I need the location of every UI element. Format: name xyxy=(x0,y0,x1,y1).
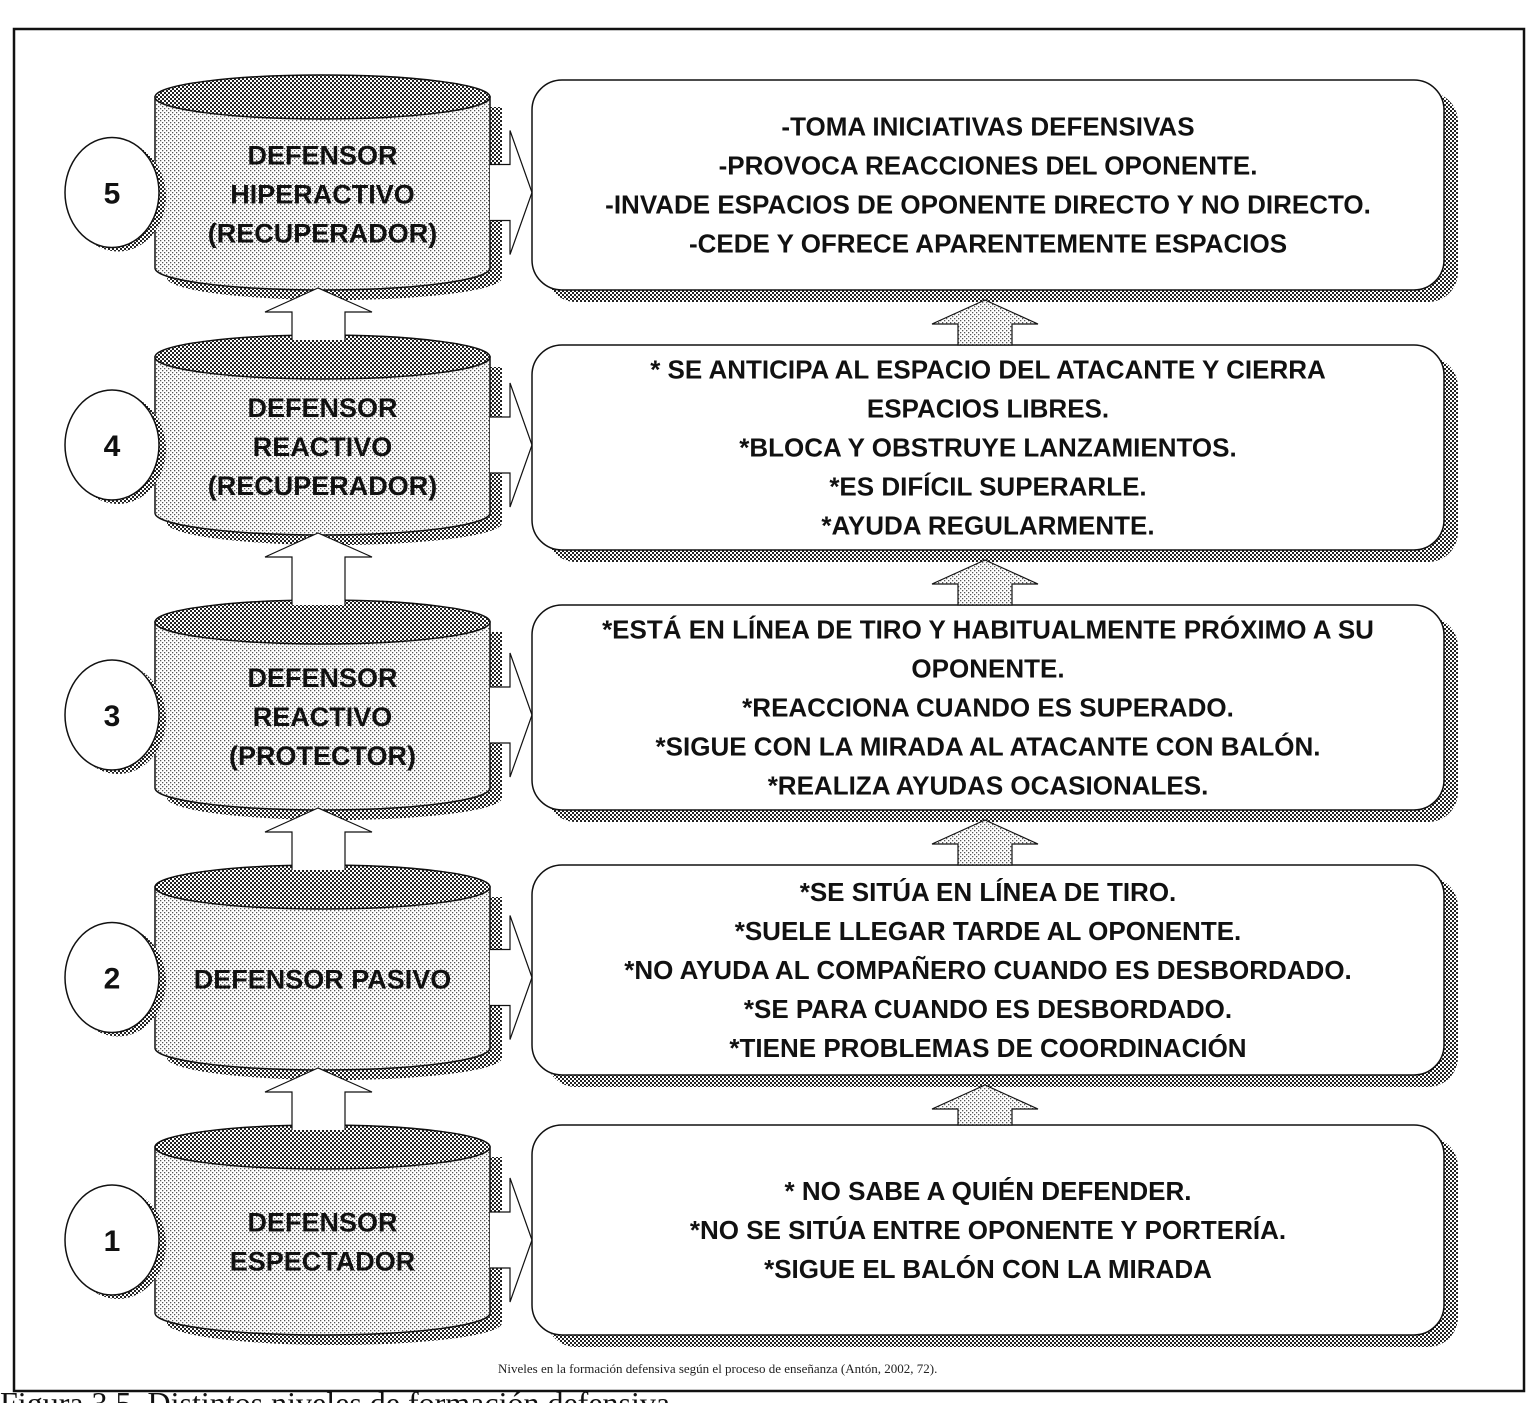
level-title-line: HIPERACTIVO xyxy=(230,180,415,210)
trait-line: *SIGUE CON LA MIRADA AL ATACANTE CON BAL… xyxy=(656,732,1321,762)
level-number-circle xyxy=(64,921,160,1034)
level-number-circle xyxy=(64,1184,160,1296)
trait-line: *SUELE LLEGAR TARDE AL OPONENTE. xyxy=(735,916,1242,946)
cylinder-body xyxy=(154,621,491,811)
level-title-line: (PROTECTOR) xyxy=(229,741,416,771)
trait-line: *NO SE SITÚA ENTRE OPONENTE Y PORTERÍA. xyxy=(690,1215,1286,1245)
level-3: 3 DEFENSOR REACTIVO (PROTECTOR) *ESTÁ EN LÍN… xyxy=(64,532,1458,822)
up-arrow-icon xyxy=(264,807,373,870)
level-number: 2 xyxy=(104,963,121,996)
trait-line: *ESTÁ EN LÍNEA DE TIRO Y HABITUALMENTE P… xyxy=(602,615,1374,645)
cylinder-body xyxy=(154,96,491,291)
level-title-line: REACTIVO xyxy=(253,432,393,462)
up-arrow-icon xyxy=(931,299,1039,346)
level-number: 4 xyxy=(104,430,121,463)
trait-line: *REALIZA AYUDAS OCASIONALES. xyxy=(768,771,1209,801)
traits-box xyxy=(531,79,1445,291)
cylinder-body xyxy=(154,356,491,536)
trait-line: -PROVOCA REACCIONES DEL OPONENTE. xyxy=(719,151,1258,181)
up-arrow-icon xyxy=(264,532,373,605)
level-title-line: (RECUPERADOR) xyxy=(208,219,438,249)
trait-line: *SE PARA CUANDO ES DESBORDADO. xyxy=(744,994,1232,1024)
level-5: 5 DEFENSOR HIPERACTIVO (RECUPERADOR) -TOMA I… xyxy=(64,74,1458,302)
trait-line: *REACCIONA CUANDO ES SUPERADO. xyxy=(742,693,1234,723)
caption: Niveles en la formación defensiva según … xyxy=(498,1361,938,1376)
cylinder-body xyxy=(154,886,491,1071)
up-arrow-icon xyxy=(931,1084,1039,1126)
up-arrow-icon xyxy=(264,1067,373,1130)
level-title-line: ESPECTADOR xyxy=(230,1247,416,1277)
trait-line: -INVADE ESPACIOS DE OPONENTE DIRECTO Y N… xyxy=(605,190,1371,220)
trait-line: *SE SITÚA EN LÍNEA DE TIRO. xyxy=(800,877,1177,907)
trait-line: -CEDE Y OFRECE APARENTEMENTE ESPACIOS xyxy=(689,229,1287,259)
level-4: 4 DEFENSOR REACTIVO (RECUPERADOR) * SE ANTIC… xyxy=(64,287,1458,562)
level-number: 1 xyxy=(104,1225,121,1258)
level-title-line: DEFENSOR xyxy=(247,1208,397,1238)
trait-line: ESPACIOS LIBRES. xyxy=(867,394,1109,424)
trait-line: * NO SABE A QUIÉN DEFENDER. xyxy=(785,1176,1192,1206)
trait-line: *BLOCA Y OBSTRUYE LANZAMIENTOS. xyxy=(739,433,1236,463)
level-title-line: REACTIVO xyxy=(253,702,393,732)
level-1: 1 DEFENSOR ESPECTADOR * NO SABE A QUIÉN DEF… xyxy=(64,1067,1458,1347)
trait-line: OPONENTE. xyxy=(911,654,1064,684)
up-arrow-icon xyxy=(931,559,1039,606)
up-arrow-icon xyxy=(264,287,373,340)
level-title-line: DEFENSOR xyxy=(247,141,397,171)
cylinder-top xyxy=(154,74,491,120)
trait-line: *NO AYUDA AL COMPAÑERO CUANDO ES DESBORD… xyxy=(624,955,1352,985)
cylinder-body xyxy=(154,1146,491,1336)
up-arrow-icon xyxy=(931,819,1039,866)
trait-line: *SIGUE EL BALÓN CON LA MIRADA xyxy=(764,1254,1212,1284)
level-number-circle xyxy=(64,659,160,771)
level-title-line: DEFENSOR xyxy=(247,663,397,693)
level-title-line: DEFENSOR xyxy=(247,393,397,423)
level-2: 2 DEFENSOR PASIVO *SE SITÚA EN LÍNEA DE TI… xyxy=(64,807,1458,1087)
cylinder-top xyxy=(154,1124,491,1170)
level-number: 5 xyxy=(104,178,121,211)
figure-label: Figura 3.5. Distintos niveles de formaci… xyxy=(0,1385,671,1403)
frame xyxy=(12,27,1526,1393)
level-number-circle xyxy=(64,389,160,501)
level-number-circle xyxy=(64,136,160,249)
trait-line: *ES DIFÍCIL SUPERARLE. xyxy=(829,472,1146,502)
trait-line: *AYUDA REGULARMENTE. xyxy=(821,511,1154,541)
cylinder-top xyxy=(154,864,491,910)
level-title-line: DEFENSOR PASIVO xyxy=(194,965,452,995)
trait-line: * SE ANTICIPA AL ESPACIO DEL ATACANTE Y … xyxy=(650,355,1326,385)
level-number: 3 xyxy=(104,700,121,733)
cylinder-top xyxy=(154,599,491,645)
trait-line: -TOMA INICIATIVAS DEFENSIVAS xyxy=(781,112,1194,142)
cylinder-top xyxy=(154,334,491,380)
trait-line: *TIENE PROBLEMAS DE COORDINACIÓN xyxy=(729,1033,1246,1063)
level-title-line: (RECUPERADOR) xyxy=(208,471,438,501)
